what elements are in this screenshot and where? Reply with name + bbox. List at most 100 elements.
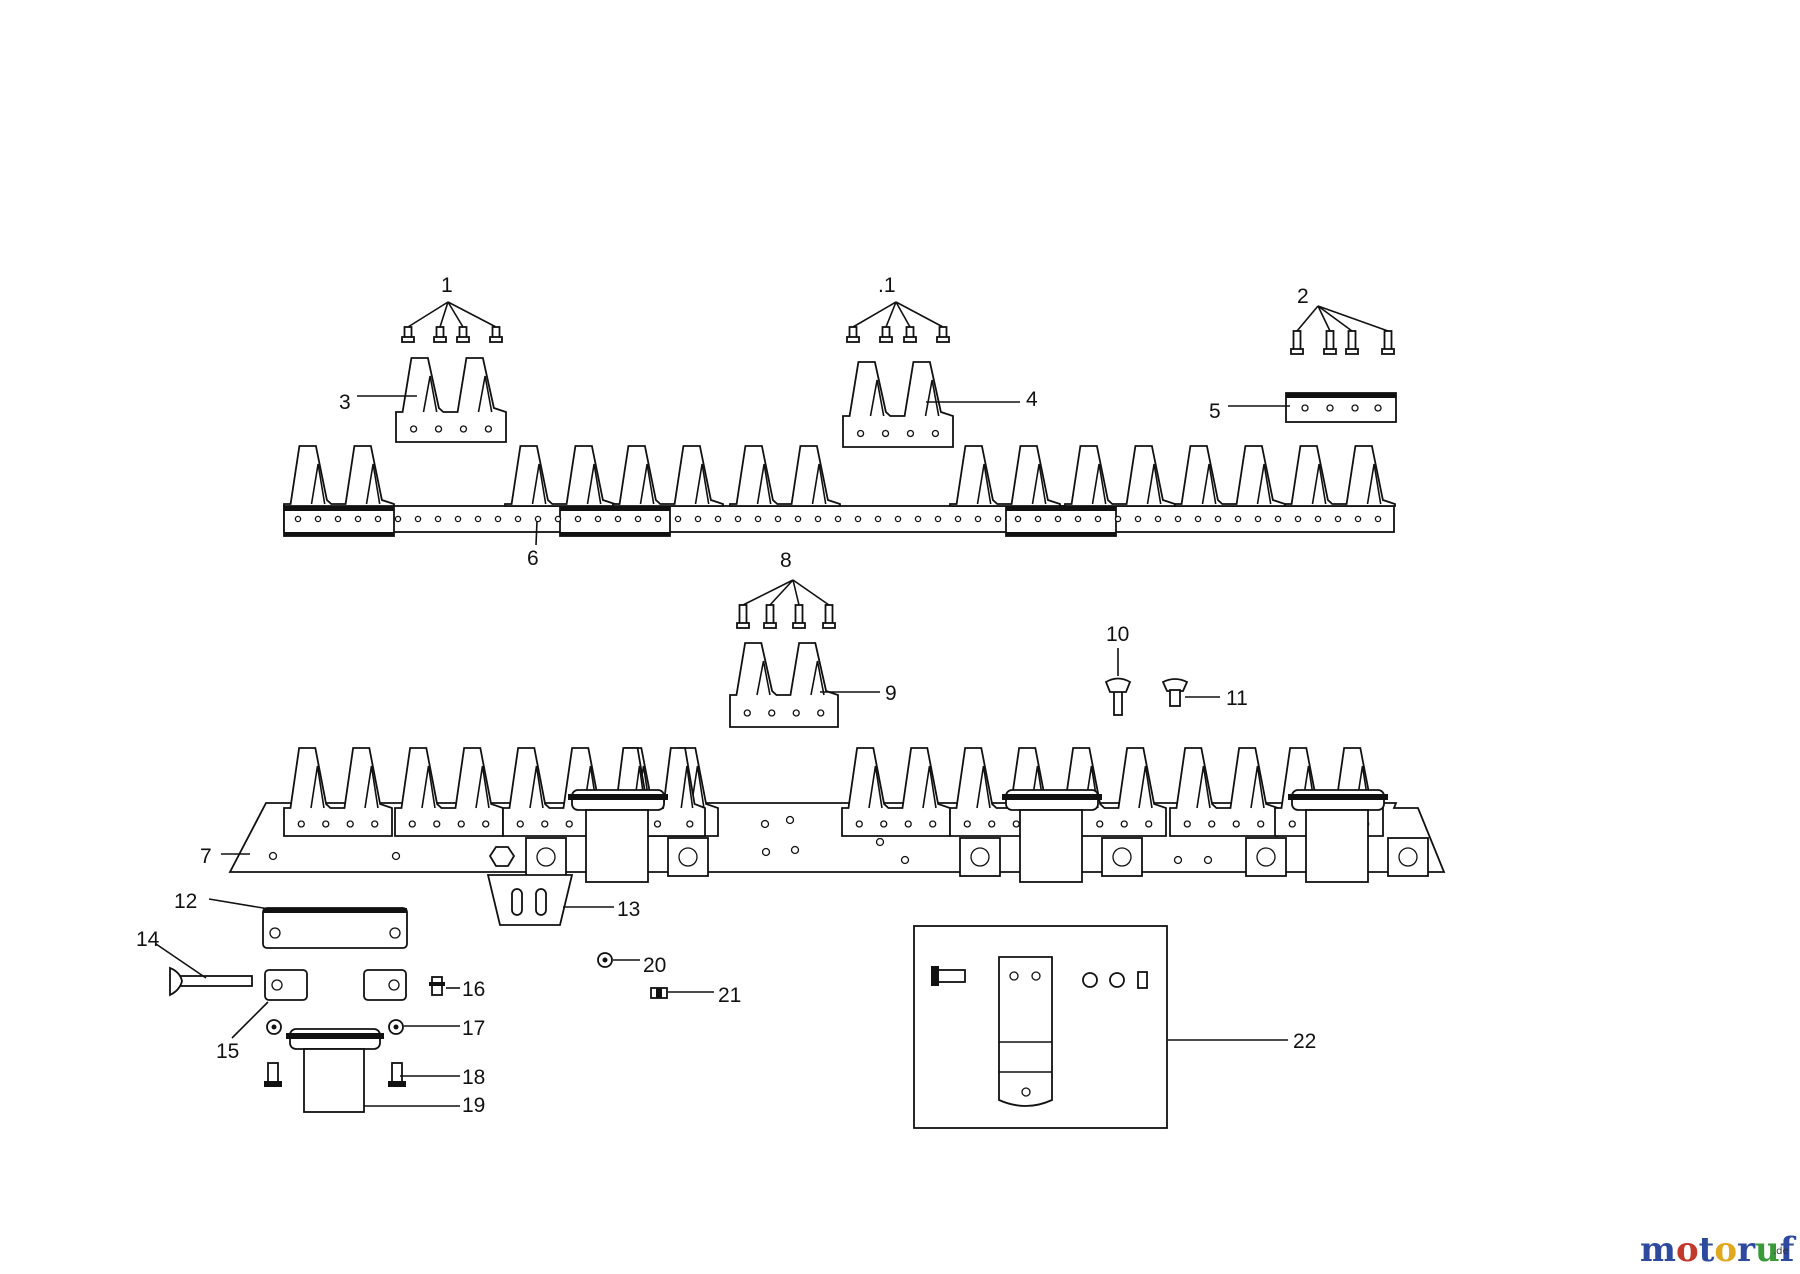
leader-line bbox=[792, 579, 830, 606]
rivet-hole bbox=[653, 820, 662, 828]
rivet-hole bbox=[408, 820, 416, 828]
knife-section bbox=[283, 747, 393, 837]
logo-letter: f bbox=[1780, 1230, 1797, 1270]
hole bbox=[1234, 515, 1242, 523]
leader-15 bbox=[231, 1001, 269, 1039]
hole bbox=[1274, 515, 1282, 523]
bolt-11 bbox=[1161, 678, 1189, 707]
roller bbox=[1398, 847, 1418, 867]
clamp-edge bbox=[1006, 506, 1116, 511]
washer-hole bbox=[602, 957, 608, 963]
knife-section bbox=[949, 445, 1061, 507]
hole bbox=[1374, 404, 1382, 412]
rivet-hole bbox=[768, 709, 776, 717]
hole bbox=[1021, 1087, 1031, 1097]
leader-line bbox=[792, 579, 800, 606]
logo-suffix: .de bbox=[1773, 1246, 1789, 1257]
tooth-notch bbox=[421, 765, 436, 809]
hole bbox=[374, 515, 382, 523]
screw-18b bbox=[388, 1062, 406, 1087]
hole bbox=[414, 515, 422, 523]
rivet-hole bbox=[409, 425, 418, 433]
leader-line bbox=[447, 301, 464, 328]
knife-section bbox=[1064, 445, 1176, 507]
tooth-notch bbox=[1031, 463, 1047, 505]
logo-letter: o bbox=[1676, 1230, 1699, 1270]
leader-line bbox=[447, 301, 497, 328]
rivet-head bbox=[1381, 348, 1395, 355]
hole bbox=[354, 515, 362, 523]
rivet-hole bbox=[482, 820, 490, 828]
slide-block-15 bbox=[264, 969, 308, 1001]
callout-18: 18 bbox=[462, 1066, 485, 1089]
hole bbox=[434, 515, 442, 523]
hole bbox=[654, 515, 662, 523]
tooth-notch bbox=[869, 379, 885, 417]
washer-17b bbox=[388, 1019, 404, 1035]
tooth-notch bbox=[680, 765, 694, 809]
rivet-hole bbox=[1208, 820, 1216, 828]
rivet-head bbox=[763, 622, 777, 629]
leader-line bbox=[1317, 305, 1353, 332]
rivet-hole bbox=[686, 820, 694, 828]
tooth-notch bbox=[1146, 463, 1162, 505]
block bbox=[363, 969, 407, 1001]
hole bbox=[1134, 515, 1142, 523]
clamp-edge bbox=[284, 532, 394, 536]
hole bbox=[785, 815, 795, 825]
leader-14 bbox=[155, 943, 207, 979]
knife-section bbox=[504, 445, 616, 507]
rivet-hole bbox=[817, 709, 825, 717]
washer-17 bbox=[266, 1019, 282, 1035]
hole bbox=[1173, 855, 1183, 865]
logo-letter: m bbox=[1640, 1230, 1676, 1270]
callout-6: 6 bbox=[527, 547, 539, 570]
tooth-notch bbox=[586, 463, 602, 505]
rivet-hole bbox=[792, 709, 800, 717]
hex-nut bbox=[488, 846, 516, 867]
knife-section bbox=[1064, 445, 1176, 507]
rivet-hole bbox=[1145, 820, 1153, 828]
hole bbox=[974, 515, 982, 523]
tooth-notch bbox=[1138, 765, 1153, 809]
hole bbox=[394, 515, 402, 523]
hole bbox=[391, 851, 401, 861]
leader-line bbox=[1317, 305, 1389, 332]
screw bbox=[391, 1062, 403, 1084]
knife-section bbox=[841, 747, 951, 837]
tooth-notch bbox=[976, 765, 991, 809]
rivet-group-8 bbox=[736, 579, 836, 629]
rivet-hole bbox=[1232, 820, 1240, 828]
repair-kit-22 bbox=[913, 925, 1168, 1129]
knife-section bbox=[1169, 747, 1279, 837]
knife-section bbox=[1284, 445, 1396, 507]
rivet-hole bbox=[434, 425, 443, 433]
hole bbox=[534, 515, 542, 523]
tooth-notch bbox=[810, 660, 825, 696]
hole bbox=[1031, 971, 1041, 981]
nut-16 bbox=[429, 976, 445, 996]
callout-22: 22 bbox=[1293, 1030, 1316, 1053]
kit-bolt bbox=[936, 969, 966, 983]
hole bbox=[1374, 515, 1382, 523]
logo-letter: o bbox=[1714, 1230, 1737, 1270]
knife-section-3 bbox=[395, 357, 507, 443]
rivet-hole bbox=[484, 425, 493, 433]
rivet-hole bbox=[1096, 820, 1104, 828]
carriage-bolt-14 bbox=[169, 966, 253, 997]
hole bbox=[874, 515, 882, 523]
knife-section bbox=[1169, 747, 1279, 837]
head-body bbox=[1019, 809, 1083, 883]
tooth-notch bbox=[924, 379, 940, 417]
rivet-group-1b bbox=[846, 301, 950, 343]
knife-head-19 bbox=[286, 1028, 384, 1113]
hole bbox=[854, 515, 862, 523]
leader-12 bbox=[208, 898, 276, 911]
leader-6 bbox=[535, 520, 538, 546]
tooth-notch bbox=[922, 765, 937, 809]
rivet-group-2 bbox=[1290, 305, 1395, 355]
strip bbox=[262, 907, 408, 949]
bolt-head bbox=[1104, 677, 1132, 693]
tooth-notch bbox=[365, 463, 381, 505]
